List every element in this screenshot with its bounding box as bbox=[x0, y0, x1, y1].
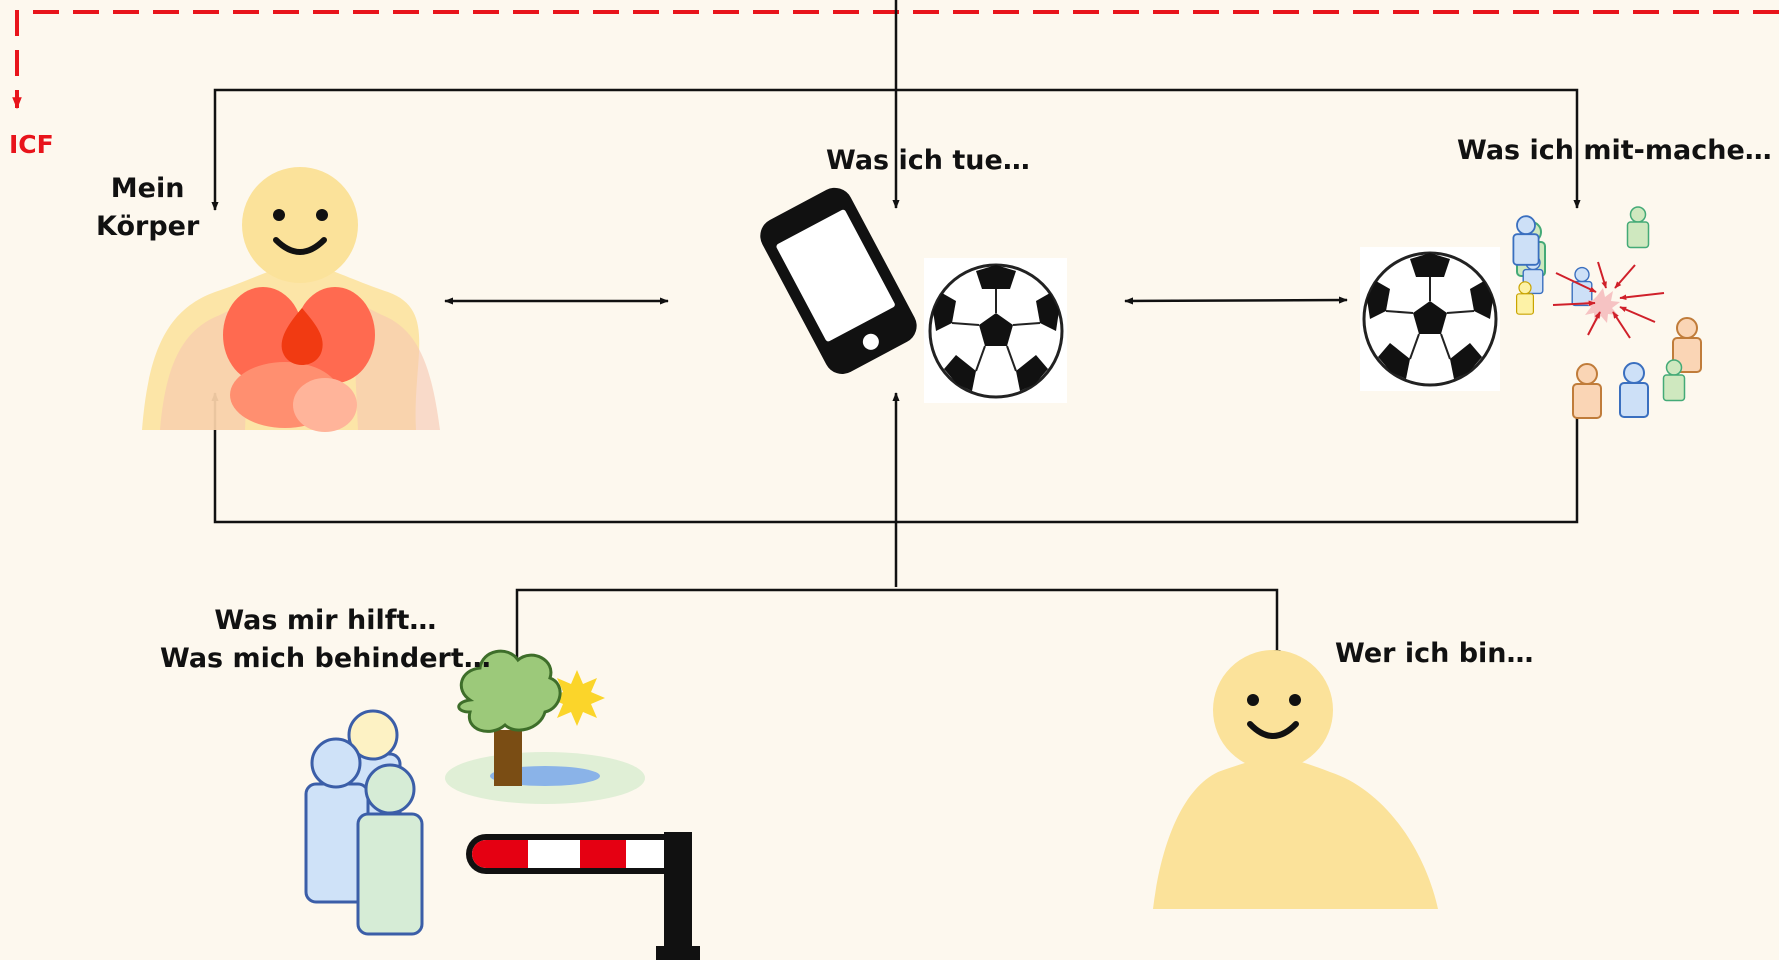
barrier-gate-icon bbox=[466, 832, 700, 960]
body-organs-icon bbox=[142, 167, 440, 432]
family-icon bbox=[304, 709, 424, 936]
smartphone-icon bbox=[760, 187, 917, 374]
icf-dashed-arrow bbox=[12, 10, 1779, 110]
soccer-ball-icon bbox=[924, 258, 1067, 403]
activity-label: Was ich tue… bbox=[826, 145, 1030, 176]
participation-label: Was ich mit-mache… bbox=[1457, 135, 1772, 166]
soccer-ball-icon bbox=[1360, 247, 1500, 391]
environment-label: Was mir hilft… Was mich behindert… bbox=[160, 605, 491, 674]
connector-lines bbox=[211, 0, 1581, 706]
personal-label: Wer ich bin… bbox=[1335, 638, 1534, 669]
person-icon bbox=[1153, 650, 1438, 909]
tree-sun-icon bbox=[445, 649, 645, 804]
icf-label: ICF bbox=[9, 130, 54, 159]
group-people-icon bbox=[1512, 206, 1702, 419]
body-label: Mein Körper bbox=[96, 173, 200, 242]
